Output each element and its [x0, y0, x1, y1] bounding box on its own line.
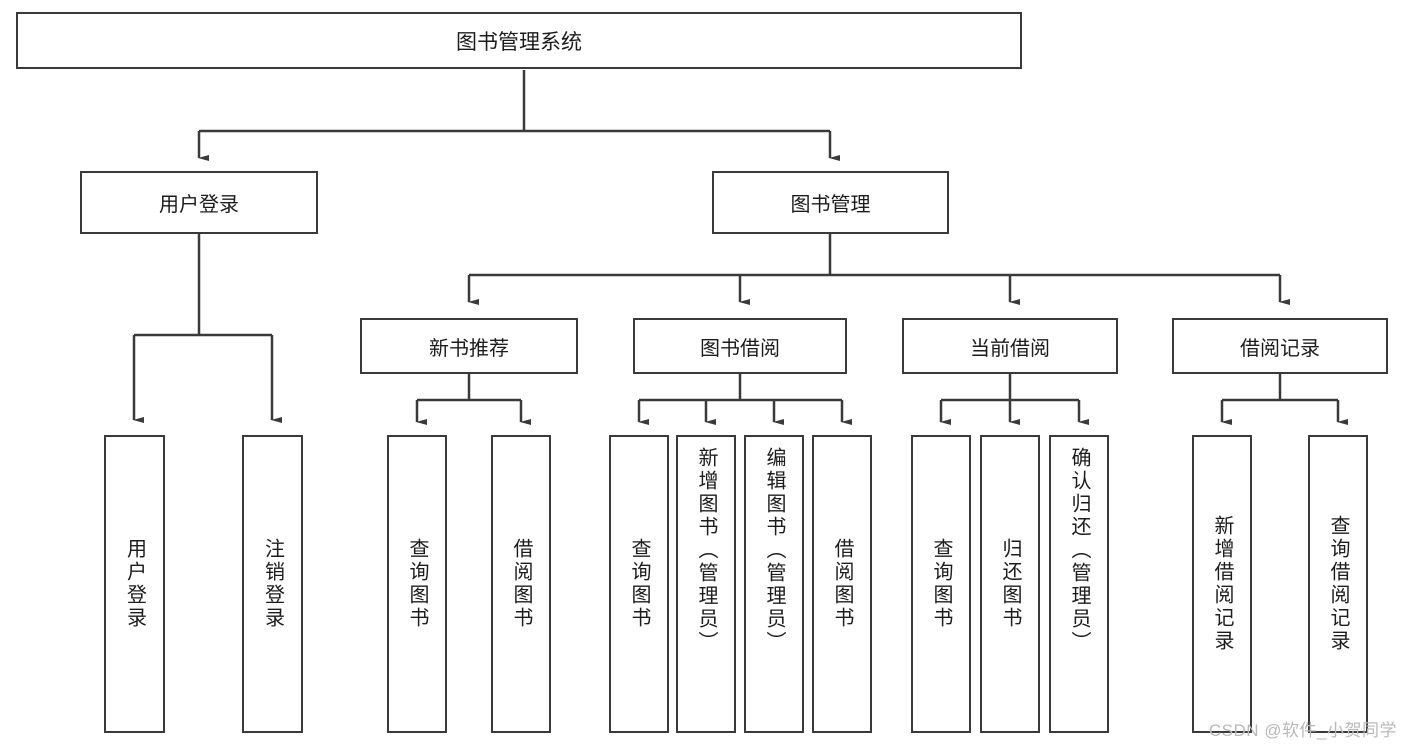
node-label: 查询借阅记录: [1327, 515, 1349, 653]
node-label: 编辑图书（管理员）: [763, 447, 785, 654]
leaf-text-wrap: 查询图书: [613, 447, 665, 721]
leaf-text-wrap: 编辑图书（管理员）: [748, 447, 800, 721]
node-root-book-management-system[interactable]: 图书管理系统: [16, 12, 1022, 69]
leaf-text-wrap: 查询借阅记录: [1312, 447, 1364, 721]
node-new-book-recommend[interactable]: 新书推荐: [360, 318, 578, 374]
leaf-text-wrap: 归还图书: [984, 447, 1036, 721]
watermark-text: CSDN @软件_小贺同学: [1208, 721, 1397, 740]
node-label: 借阅记录: [1240, 337, 1320, 360]
node-label: 查询图书: [628, 538, 650, 630]
node-user-login[interactable]: 用户登录: [80, 171, 318, 234]
node-leaf-confirm-return-admin[interactable]: 确认归还（管理员）: [1049, 435, 1109, 733]
node-label: 新书推荐: [429, 337, 509, 360]
node-leaf-logout-login[interactable]: 注销登录: [242, 435, 303, 733]
node-label: 图书借阅: [700, 337, 780, 360]
node-current-borrow[interactable]: 当前借阅: [902, 318, 1118, 374]
node-label: 当前借阅: [970, 337, 1050, 360]
node-book-borrow[interactable]: 图书借阅: [633, 318, 847, 374]
node-label: 新增借阅记录: [1211, 515, 1233, 653]
node-leaf-return-book[interactable]: 归还图书: [980, 435, 1040, 733]
leaf-text-wrap: 新增图书（管理员）: [680, 447, 732, 721]
node-leaf-query-borrow-record[interactable]: 查询借阅记录: [1308, 435, 1368, 733]
leaf-text-wrap: 借阅图书: [495, 447, 547, 721]
node-label: 查询图书: [930, 538, 952, 630]
node-leaf-query-book-borrow[interactable]: 查询图书: [609, 435, 669, 733]
node-label: 注销登录: [261, 538, 284, 630]
node-label: 用户登录: [159, 194, 239, 216]
node-leaf-query-book-recommend[interactable]: 查询图书: [387, 435, 447, 733]
node-borrow-record[interactable]: 借阅记录: [1172, 318, 1388, 374]
node-label: 新增图书（管理员）: [695, 447, 717, 654]
leaf-text-wrap: 注销登录: [246, 447, 299, 721]
node-leaf-edit-book-admin[interactable]: 编辑图书（管理员）: [744, 435, 804, 733]
node-leaf-borrow-book-recommend[interactable]: 借阅图书: [491, 435, 551, 733]
node-leaf-query-book-current[interactable]: 查询图书: [911, 435, 971, 733]
leaf-text-wrap: 借阅图书: [816, 447, 868, 721]
node-label: 借阅图书: [510, 538, 532, 630]
node-label: 查询图书: [406, 538, 428, 630]
leaf-text-wrap: 查询图书: [391, 447, 443, 721]
node-label: 图书管理: [790, 194, 871, 216]
leaf-text-wrap: 查询图书: [915, 447, 967, 721]
node-leaf-user-login[interactable]: 用户登录: [104, 435, 165, 733]
node-leaf-add-borrow-record[interactable]: 新增借阅记录: [1192, 435, 1252, 733]
node-label: 借阅图书: [831, 538, 853, 630]
node-label: 图书管理系统: [456, 30, 582, 54]
leaf-text-wrap: 新增借阅记录: [1196, 447, 1248, 721]
node-label: 用户登录: [123, 538, 146, 630]
node-leaf-borrow-book[interactable]: 借阅图书: [812, 435, 872, 733]
node-leaf-add-book-admin[interactable]: 新增图书（管理员）: [676, 435, 736, 733]
node-label: 归还图书: [999, 538, 1021, 630]
node-label: 确认归还（管理员）: [1068, 447, 1090, 654]
leaf-text-wrap: 用户登录: [108, 447, 161, 721]
leaf-text-wrap: 确认归还（管理员）: [1053, 447, 1105, 721]
node-book-management[interactable]: 图书管理: [712, 171, 949, 234]
